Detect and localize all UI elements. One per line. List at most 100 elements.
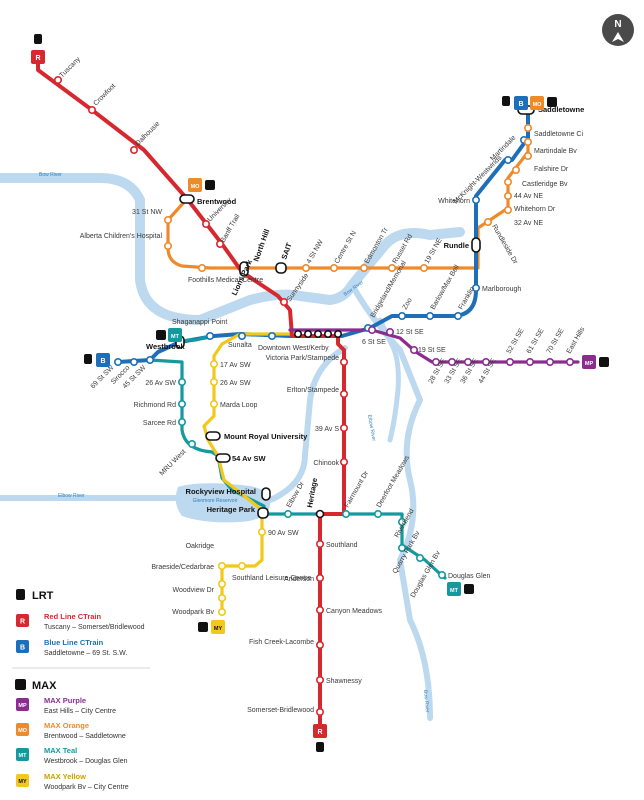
station-marlborough[interactable]: [471, 283, 480, 292]
legend-badge-my: MY: [18, 779, 27, 785]
station-southland-lc[interactable]: [238, 561, 247, 570]
station-dt-2[interactable]: [303, 329, 312, 338]
station-dalhousie[interactable]: [130, 146, 139, 155]
station-sirocco[interactable]: [130, 357, 139, 366]
station-sait[interactable]: [275, 262, 287, 274]
label-southland-lc: Southland Leisure Centre: [232, 575, 311, 582]
station-east-hills[interactable]: [565, 357, 574, 366]
station-17av[interactable]: [210, 359, 219, 368]
station-victoria-park[interactable]: [339, 357, 348, 366]
station-sunnyside[interactable]: [279, 297, 288, 306]
station-dt-4[interactable]: [323, 329, 332, 338]
station-19st-se[interactable]: [409, 345, 418, 354]
station-mru-west[interactable]: [188, 439, 197, 448]
station-69st[interactable]: [114, 357, 123, 366]
station-fairmount[interactable]: [341, 509, 350, 518]
station-woodview[interactable]: [218, 593, 227, 602]
station-crowfoot[interactable]: [88, 106, 97, 115]
station-52st[interactable]: [505, 357, 514, 366]
station-tuscany[interactable]: [53, 76, 62, 85]
station-douglas-glen-bv[interactable]: [415, 553, 424, 562]
station-whitehorn-dr[interactable]: [503, 192, 512, 201]
station-downtown-west[interactable]: [267, 331, 276, 340]
station-33st[interactable]: [447, 357, 456, 366]
station-centre-st[interactable]: [329, 263, 338, 272]
station-barlow[interactable]: [425, 311, 434, 320]
station-anderson[interactable]: [315, 573, 324, 582]
station-54av[interactable]: [215, 453, 231, 463]
station-falshire[interactable]: [523, 152, 532, 161]
station-marda[interactable]: [210, 399, 219, 408]
station-36st[interactable]: [463, 357, 472, 366]
station-dt-5[interactable]: [333, 329, 342, 338]
station-26av[interactable]: [178, 377, 187, 386]
station-31st[interactable]: [164, 216, 173, 225]
label-rundle: Rundle: [444, 241, 469, 250]
station-90av[interactable]: [257, 527, 266, 536]
station-dt-3[interactable]: [313, 329, 322, 338]
station-heritage[interactable]: [315, 509, 325, 519]
station-franklin[interactable]: [453, 311, 462, 320]
station-sarcee[interactable]: [178, 417, 187, 426]
label-erlton: Erlton/Stampede: [287, 387, 339, 394]
station-mcknight[interactable]: [503, 156, 512, 165]
station-zoo[interactable]: [397, 311, 406, 320]
legend-name-red: Red Line CTrain: [44, 612, 102, 621]
station-6st[interactable]: [367, 325, 376, 334]
station-44st[interactable]: [481, 357, 490, 366]
label-banff-trail: Banff Trail: [220, 213, 242, 244]
badge-brentwood: MO: [188, 178, 215, 192]
station-32av[interactable]: [503, 206, 512, 215]
station-banff-trail[interactable]: [216, 240, 225, 249]
station-mru[interactable]: [205, 431, 221, 441]
station-whitehorn[interactable]: [471, 196, 480, 205]
station-heritage-park[interactable]: [257, 507, 269, 519]
station-martindale-bv[interactable]: [523, 138, 532, 147]
station-deerfoot[interactable]: [373, 509, 382, 518]
legend: LRT R Red Line CTrain Tuscany – Somerset…: [12, 589, 150, 791]
station-fish-creek[interactable]: [315, 640, 324, 649]
station-university[interactable]: [202, 220, 211, 229]
station-riverbend[interactable]: [397, 517, 406, 526]
station-shaganappi[interactable]: [206, 331, 215, 340]
station-dt-1[interactable]: [293, 329, 302, 338]
station-castleridge[interactable]: [511, 166, 520, 175]
station-rundle[interactable]: [471, 237, 481, 253]
station-saddletowne-ci[interactable]: [523, 124, 532, 133]
station-braeside[interactable]: [218, 579, 227, 588]
station-12st[interactable]: [385, 327, 394, 336]
station-richmond[interactable]: [178, 399, 187, 408]
station-26av-sw[interactable]: [210, 377, 219, 386]
station-brentwood[interactable]: [179, 194, 195, 204]
station-douglas-glen[interactable]: [437, 570, 446, 579]
bus-icon: [205, 180, 215, 190]
station-rundleside[interactable]: [483, 218, 492, 227]
station-4st[interactable]: [301, 263, 310, 272]
station-lions-park[interactable]: [239, 261, 249, 277]
station-woodpark[interactable]: [218, 607, 227, 616]
station-edmonton-tr[interactable]: [359, 263, 368, 272]
station-childrens[interactable]: [164, 242, 173, 251]
station-quarry[interactable]: [397, 543, 406, 552]
station-shawnessy[interactable]: [315, 675, 324, 684]
label-somerset: Somerset-Bridlewood: [247, 707, 314, 714]
station-oakridge[interactable]: [218, 561, 227, 570]
station-sunalta[interactable]: [238, 331, 247, 340]
station-19st-ne[interactable]: [419, 263, 428, 272]
station-somerset[interactable]: [315, 707, 324, 716]
legend-desc-orange: Brentwood – Saddletowne: [44, 733, 126, 740]
station-elbow-dr[interactable]: [283, 509, 292, 518]
station-southland[interactable]: [315, 539, 324, 548]
station-russet[interactable]: [387, 263, 396, 272]
station-70st[interactable]: [545, 357, 554, 366]
station-foothills[interactable]: [198, 263, 207, 272]
station-45st[interactable]: [146, 355, 155, 364]
station-28st[interactable]: [431, 357, 440, 366]
station-canyon[interactable]: [315, 605, 324, 614]
station-chinook[interactable]: [339, 457, 348, 466]
station-39av[interactable]: [339, 423, 348, 432]
station-rockyview[interactable]: [261, 487, 271, 501]
station-61st[interactable]: [525, 357, 534, 366]
station-44av[interactable]: [503, 178, 512, 187]
station-erlton[interactable]: [339, 389, 348, 398]
